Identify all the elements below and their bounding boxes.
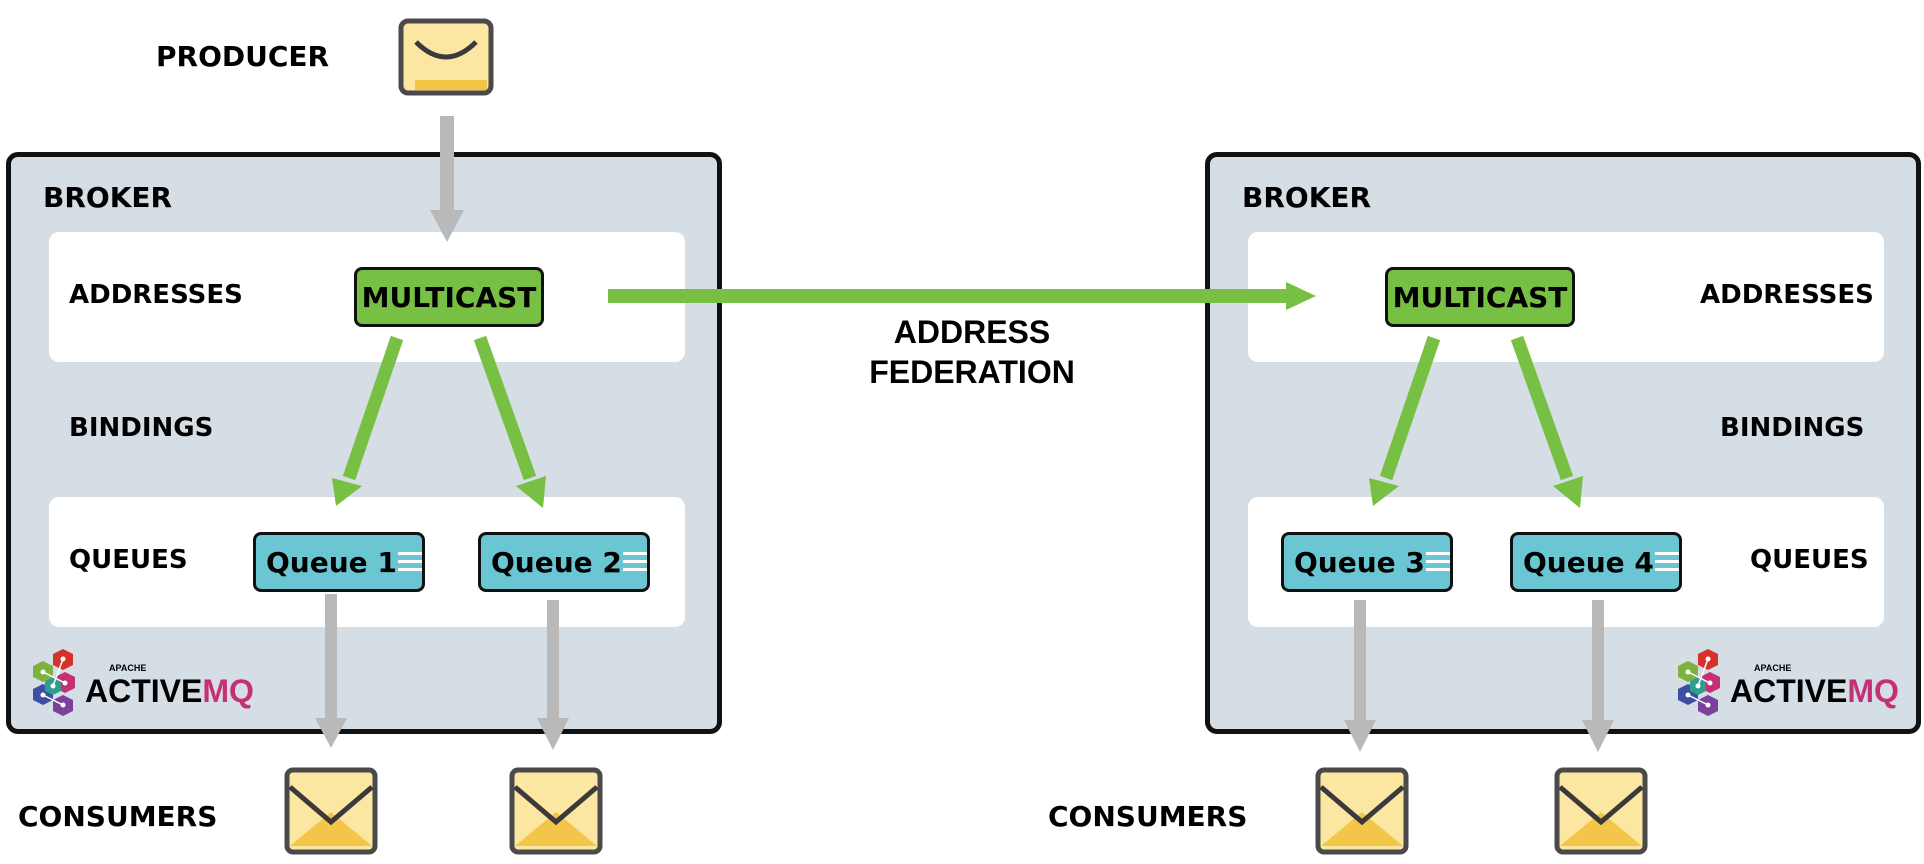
- consumers-label: CONSUMERS: [1048, 800, 1248, 833]
- logo-wordmark: ACTIVEMQ: [85, 673, 254, 710]
- federation-line-2: FEDERATION: [869, 354, 1075, 390]
- queue-list-icon: [622, 551, 647, 573]
- logo-word-mq: MQ: [202, 673, 254, 709]
- logo-word-active: ACTIVE: [1730, 673, 1848, 709]
- multicast-address: MULTICAST: [354, 267, 544, 327]
- bindings-label: BINDINGS: [69, 413, 214, 443]
- queue-box: Queue 3: [1281, 532, 1453, 592]
- envelope-open-icon: [1315, 767, 1409, 855]
- logo-apache-text: APACHE: [109, 663, 147, 673]
- logo-apache-text: APACHE: [1754, 663, 1792, 673]
- consumers-label: CONSUMERS: [18, 800, 218, 833]
- addresses-label: ADDRESSES: [69, 280, 243, 310]
- activemq-logo: APACHE ACTIVEMQ: [29, 647, 279, 727]
- envelope-open-icon: [284, 767, 378, 855]
- broker-left: BROKER ADDRESSES BINDINGS QUEUES MULTICA…: [6, 152, 722, 734]
- queue-name: Queue 2: [491, 545, 622, 579]
- multicast-address: MULTICAST: [1385, 267, 1575, 327]
- broker-title: BROKER: [43, 181, 173, 214]
- queue-list-icon: [397, 551, 422, 573]
- activemq-hex-icon: [1678, 649, 1720, 716]
- broker-right: BROKER ADDRESSES BINDINGS QUEUES MULTICA…: [1205, 152, 1921, 734]
- queue-list-icon: [1654, 551, 1679, 573]
- queues-label: QUEUES: [69, 545, 188, 575]
- logo-word-mq: MQ: [1847, 673, 1899, 709]
- envelope-open-icon: [1554, 767, 1648, 855]
- queue-box: Queue 1: [253, 532, 425, 592]
- producer-label: PRODUCER: [156, 40, 330, 73]
- logo-wordmark: ACTIVEMQ: [1730, 673, 1899, 710]
- address-federation-label: ADDRESS FEDERATION: [856, 312, 1088, 392]
- activemq-hex-icon: [33, 649, 75, 716]
- queue-box: Queue 2: [478, 532, 650, 592]
- envelope-closed-icon: [398, 18, 494, 96]
- queues-label: QUEUES: [1750, 545, 1869, 575]
- broker-title: BROKER: [1242, 181, 1372, 214]
- queue-box: Queue 4: [1510, 532, 1682, 592]
- bindings-label: BINDINGS: [1720, 413, 1865, 443]
- addresses-label: ADDRESSES: [1700, 280, 1874, 310]
- queue-list-icon: [1425, 551, 1450, 573]
- logo-word-active: ACTIVE: [85, 673, 203, 709]
- queue-name: Queue 3: [1294, 545, 1425, 579]
- queue-name: Queue 1: [266, 545, 397, 579]
- federation-line-1: ADDRESS: [893, 314, 1051, 350]
- envelope-open-icon: [509, 767, 603, 855]
- queue-name: Queue 4: [1523, 545, 1654, 579]
- activemq-logo: APACHE ACTIVEMQ: [1674, 647, 1924, 727]
